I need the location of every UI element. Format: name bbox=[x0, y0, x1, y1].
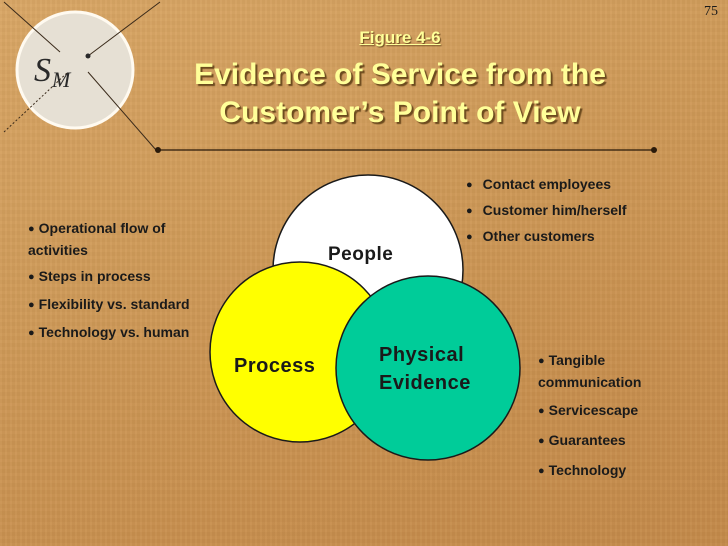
rule-dot-right bbox=[651, 147, 657, 153]
list-item: Customer him/herself bbox=[466, 198, 666, 224]
evidence-label-line-2: Evidence bbox=[379, 372, 471, 394]
evidence-circle bbox=[335, 275, 521, 461]
process-bullet-list: Operational flow of activities Steps in … bbox=[28, 218, 198, 350]
logo-dot-center bbox=[85, 53, 91, 59]
page-title: Evidence of Service from the Customer’s … bbox=[150, 56, 650, 132]
list-item: Technology bbox=[538, 460, 678, 482]
list-item: Operational flow of activities bbox=[28, 218, 198, 260]
logo-graphic bbox=[3, 1, 657, 153]
list-item: Servicescape bbox=[538, 400, 678, 422]
logo-line-a bbox=[3, 1, 61, 53]
evidence-label: Physical Evidence bbox=[379, 341, 471, 397]
logo-letter-m: M bbox=[52, 67, 71, 92]
figure-label: Figure 4-6 bbox=[359, 28, 441, 47]
title-line-1: Evidence of Service from the bbox=[194, 58, 606, 91]
logo-line-d bbox=[87, 71, 157, 151]
list-item: Guarantees bbox=[538, 430, 678, 452]
process-label: Process bbox=[234, 355, 316, 377]
logo-disc bbox=[15, 10, 135, 130]
list-item: Technology vs. human bbox=[28, 322, 198, 344]
title-line-2: Customer’s Point of View bbox=[219, 96, 581, 129]
list-item: Flexibility vs. standard bbox=[28, 294, 198, 316]
evidence-label-line-1: Physical bbox=[379, 344, 465, 366]
evidence-bullet-list: Tangible communication Servicescape Guar… bbox=[538, 350, 678, 490]
people-bullet-list: Contact employees Customer him/herself O… bbox=[466, 172, 666, 250]
page-number: 75 bbox=[704, 4, 718, 19]
list-item: Contact employees bbox=[466, 172, 666, 198]
logo-line-c bbox=[3, 71, 69, 133]
list-item: Tangible communication bbox=[538, 350, 678, 392]
logo-line-b bbox=[87, 1, 161, 57]
rule-dot-left bbox=[155, 147, 161, 153]
logo-letter-s: S bbox=[34, 52, 51, 89]
people-label: People bbox=[328, 244, 394, 265]
list-item: Steps in process bbox=[28, 266, 198, 288]
logo-lettering: SM bbox=[34, 52, 71, 92]
list-item: Other customers bbox=[466, 224, 666, 250]
